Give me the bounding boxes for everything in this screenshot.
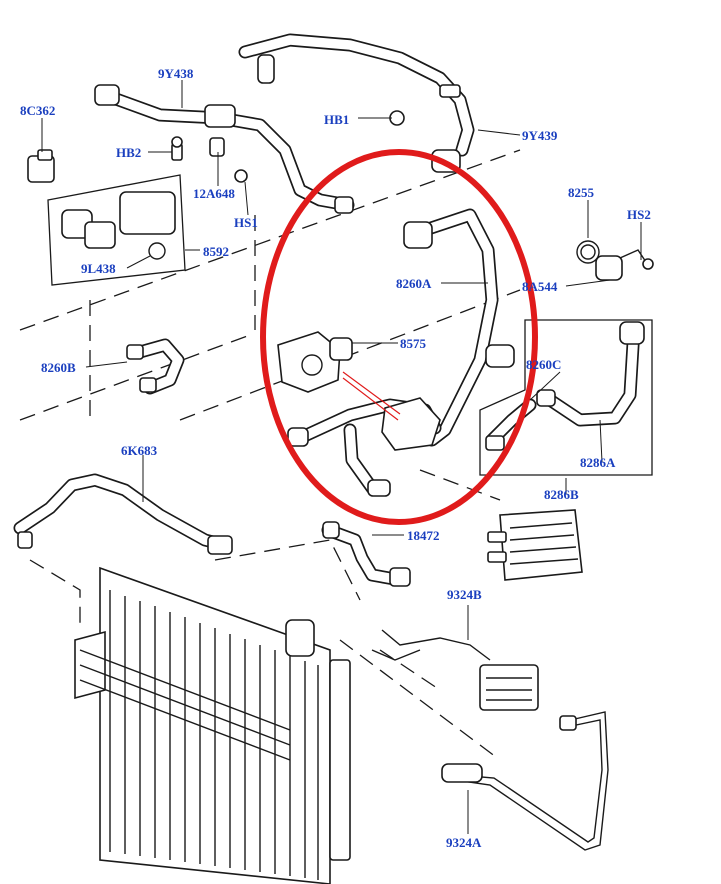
- fitting-12a648: [209, 137, 225, 157]
- label-8260b: 8260B: [41, 360, 76, 375]
- label-8286b: 8286B: [544, 487, 579, 502]
- water-pump-8575: [277, 331, 353, 393]
- label-8260a: 8260A: [396, 276, 432, 291]
- highlight: [260, 149, 538, 525]
- label-12a648: 12A648: [193, 186, 235, 201]
- hose-8260a: [403, 208, 515, 447]
- part-labels: 9Y438 8C362 HB1 9Y439 HB2 12A648 HS1 825…: [20, 66, 651, 850]
- hose-9y438: [94, 84, 355, 214]
- label-hb2: HB2: [116, 145, 141, 160]
- label-hs2: HS2: [627, 207, 651, 222]
- label-8a544: 8A544: [522, 279, 558, 294]
- hose-6k683: [13, 473, 233, 555]
- fitting-hs1: [234, 169, 248, 183]
- label-8260c: 8260C: [526, 357, 561, 372]
- label-6k683: 6K683: [121, 443, 158, 458]
- label-hs1: HS1: [234, 215, 258, 230]
- label-9324a: 9324A: [446, 835, 482, 850]
- fitting-hb1: [389, 110, 405, 126]
- label-8286a: 8286A: [580, 455, 616, 470]
- label-hb1: HB1: [324, 112, 349, 127]
- label-8592: 8592: [203, 244, 229, 259]
- label-9l438: 9L438: [81, 261, 116, 276]
- fitting-8c362: [27, 149, 55, 183]
- fitting-hb2: [171, 136, 183, 161]
- dashed-guide-lines: [19, 149, 521, 761]
- cooler-lines-9324a: [441, 711, 609, 851]
- label-8c362: 8C362: [20, 103, 55, 118]
- cooler-lines-9324b: [371, 629, 539, 711]
- label-18472: 18472: [407, 528, 440, 543]
- label-8575: 8575: [400, 336, 427, 351]
- hose-8260b: [126, 338, 185, 395]
- label-8255: 8255: [568, 185, 595, 200]
- label-9324b: 9324B: [447, 587, 482, 602]
- seal-8255: [576, 240, 600, 264]
- radiator: [74, 566, 351, 884]
- oil-cooler-8286b: [487, 509, 583, 581]
- hose-18472: [321, 521, 411, 587]
- label-9y438: 9Y438: [158, 66, 194, 81]
- leader-lines: [41, 80, 642, 834]
- bracket-8a544: [595, 249, 654, 281]
- hose-9y439: [238, 33, 475, 173]
- assembly-8592: [47, 174, 186, 286]
- label-9y439: 9Y439: [522, 128, 558, 143]
